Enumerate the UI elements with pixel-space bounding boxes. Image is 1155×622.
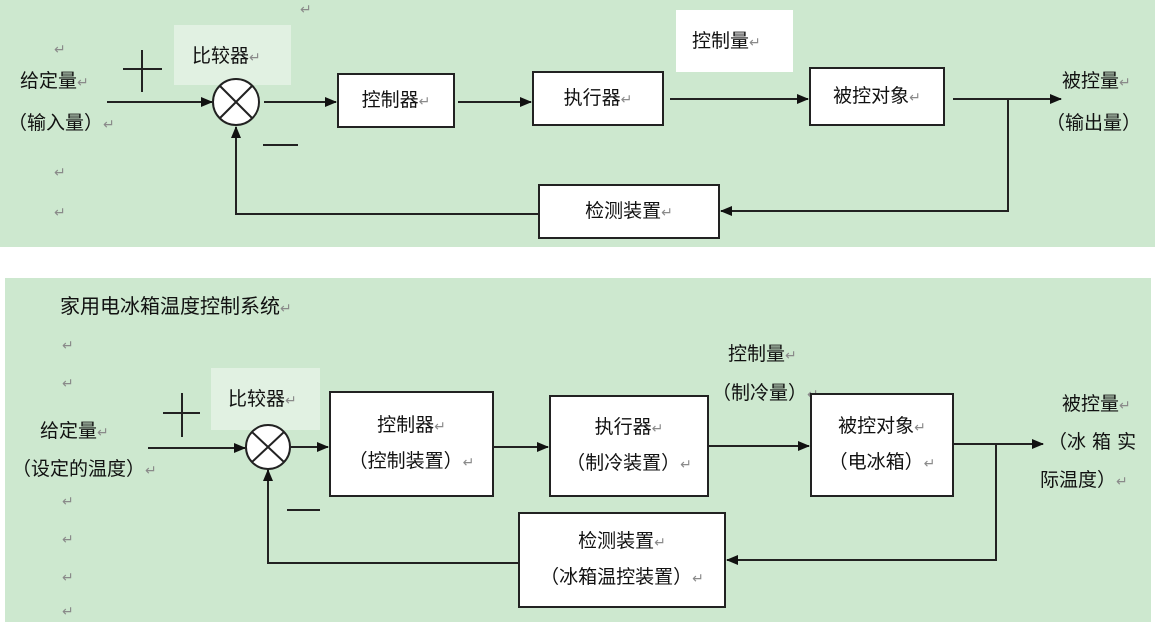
paragraph-mark: ↵ xyxy=(62,338,74,354)
actuator-block[interactable]: 执行器↵ xyxy=(532,71,664,126)
control-quantity-label-highlight xyxy=(676,10,793,72)
feedback-sensor-block[interactable]: 检测装置↵ xyxy=(538,184,720,239)
paragraph-mark: ↵ xyxy=(62,570,74,586)
feedback-return xyxy=(231,126,538,215)
input-sublabel: （输入量）↵ xyxy=(8,112,115,134)
output-label-bottom: 被控量↵ xyxy=(1062,393,1131,415)
output-sublabel-line1: （冰 箱 实 xyxy=(1048,431,1137,453)
comparator-label-highlight-bottom xyxy=(211,368,320,430)
input-label-bottom: 给定量↵ xyxy=(40,420,109,442)
input-label: 给定量↵ xyxy=(20,70,89,92)
controller-block[interactable]: 控制器↵ xyxy=(337,73,455,128)
output-sublabel: （输出量） xyxy=(1046,112,1142,134)
input-sublabel-bottom: （设定的温度）↵ xyxy=(12,458,157,480)
comparator-label: 比较器↵ xyxy=(192,45,261,67)
output-label: 被控量↵ xyxy=(1062,70,1131,92)
paragraph-mark: ↵ xyxy=(62,604,74,620)
diagram-title: 家用电冰箱温度控制系统↵ xyxy=(60,294,292,318)
paragraph-mark: ↵ xyxy=(54,165,66,181)
output-sublabel-line2: 际温度）↵ xyxy=(1040,469,1128,491)
feedback-sensor-block-bottom[interactable]: 检测装置↵ （冰箱温控装置）↵ xyxy=(518,512,726,608)
control-quantity-label: 控制量↵ xyxy=(692,30,761,52)
paragraph-mark: ↵ xyxy=(300,2,312,18)
control-quantity-label-bottom: 控制量↵ xyxy=(728,343,797,365)
paragraph-mark: ↵ xyxy=(62,376,74,392)
comparator-label-bottom: 比较器↵ xyxy=(228,388,297,410)
control-quantity-sublabel-bottom: （制冷量）↵ xyxy=(712,382,819,404)
paragraph-mark: ↵ xyxy=(54,42,66,58)
feedback-branch xyxy=(720,99,1009,216)
plant-block-bottom[interactable]: 被控对象↵ （电冰箱）↵ xyxy=(810,393,954,497)
paragraph-mark: ↵ xyxy=(62,532,74,548)
paragraph-mark: ↵ xyxy=(54,205,66,221)
paragraph-mark: ↵ xyxy=(62,494,74,510)
controller-block-bottom[interactable]: 控制器↵ （控制装置）↵ xyxy=(329,391,494,497)
plant-block[interactable]: 被控对象↵ xyxy=(809,67,945,126)
comparator-label-highlight xyxy=(174,25,291,85)
actuator-block-bottom[interactable]: 执行器↵ （制冷装置）↵ xyxy=(549,395,709,497)
